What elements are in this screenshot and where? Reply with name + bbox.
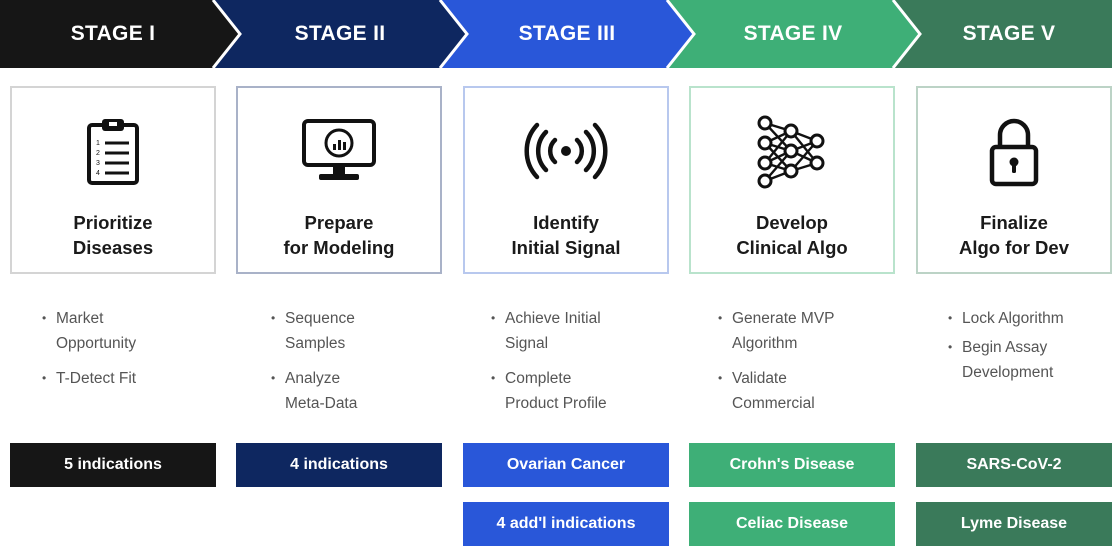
svg-text:1: 1	[96, 140, 100, 147]
stage-1-title: Prioritize Diseases	[12, 210, 214, 260]
stage-3-chevron	[440, 0, 694, 68]
stage-4-title: Develop Clinical Algo	[691, 210, 893, 260]
stage-2-chevron	[213, 0, 467, 68]
stage-4-title-line-1: Develop	[756, 212, 828, 233]
stage-1-indication-bar: 5 indications	[10, 443, 216, 487]
stage-5-title-line-2: Algo for Dev	[959, 237, 1069, 258]
stage-5-chevron	[893, 0, 1112, 68]
stage-4-label: STAGE IV	[743, 22, 843, 45]
stage-3-title: Identify Initial Signal	[465, 210, 667, 260]
stage-3-label: STAGE III	[518, 22, 616, 45]
stage-1-card: 1 2 3 4 Prioritize Diseases	[10, 86, 216, 274]
stage-header-band	[0, 0, 1112, 68]
stage-4-card: Develop Clinical Algo	[689, 86, 895, 274]
stage-4-chevron	[667, 0, 920, 68]
stage-1-title-line-2: Diseases	[72, 237, 154, 258]
stage-4-indication-bar-2: Celiac Disease	[689, 502, 895, 546]
stage-2-title-line-2: for Modeling	[283, 237, 395, 258]
stage-1-chevron	[0, 0, 240, 68]
stage-2-card: Prepare for Modeling	[236, 86, 442, 274]
stage-4-title-line-2: Clinical Algo	[736, 237, 848, 258]
stage-1-label: STAGE I	[70, 22, 156, 45]
stage-1-title-line-1: Prioritize	[73, 212, 153, 233]
stage-5-card: Finalize Algo for Dev	[916, 86, 1112, 274]
stage-2-title: Prepare for Modeling	[238, 210, 440, 260]
stage-5-indication-bar-2: Lyme Disease	[916, 502, 1112, 546]
svg-text:3: 3	[96, 160, 100, 167]
clipboard-icon: 1 2 3 4	[12, 116, 214, 186]
stage-3-title-line-2: Initial Signal	[511, 237, 621, 258]
bullet-item: Lock Algorithm	[948, 306, 1108, 331]
stage-3-indication-bar-2: 4 add'l indications	[463, 502, 669, 546]
padlock-icon	[918, 116, 1110, 187]
stage-3-title-line-1: Identify	[533, 212, 599, 233]
bullet-item: T-Detect Fit	[42, 366, 242, 391]
monitor-chart-icon	[238, 116, 440, 186]
stage-5-title-line-1: Finalize	[980, 212, 1048, 233]
signal-broadcast-icon	[465, 116, 667, 186]
stage-5-indication-bar-1: SARS-CoV-2	[916, 443, 1112, 487]
stage-3-card: Identify Initial Signal	[463, 86, 669, 274]
stage-5-label: STAGE V	[962, 22, 1056, 45]
stage-5-title: Finalize Algo for Dev	[918, 210, 1110, 260]
stage-3-indication-bar-1: Ovarian Cancer	[463, 443, 669, 487]
stage-2-label: STAGE II	[294, 22, 386, 45]
neural-network-icon	[691, 115, 893, 189]
stage-2-title-line-1: Prepare	[304, 212, 374, 233]
stage-2-indication-bar: 4 indications	[236, 443, 442, 487]
svg-text:4: 4	[96, 170, 100, 177]
stage-4-indication-bar-1: Crohn's Disease	[689, 443, 895, 487]
svg-text:2: 2	[96, 150, 100, 157]
